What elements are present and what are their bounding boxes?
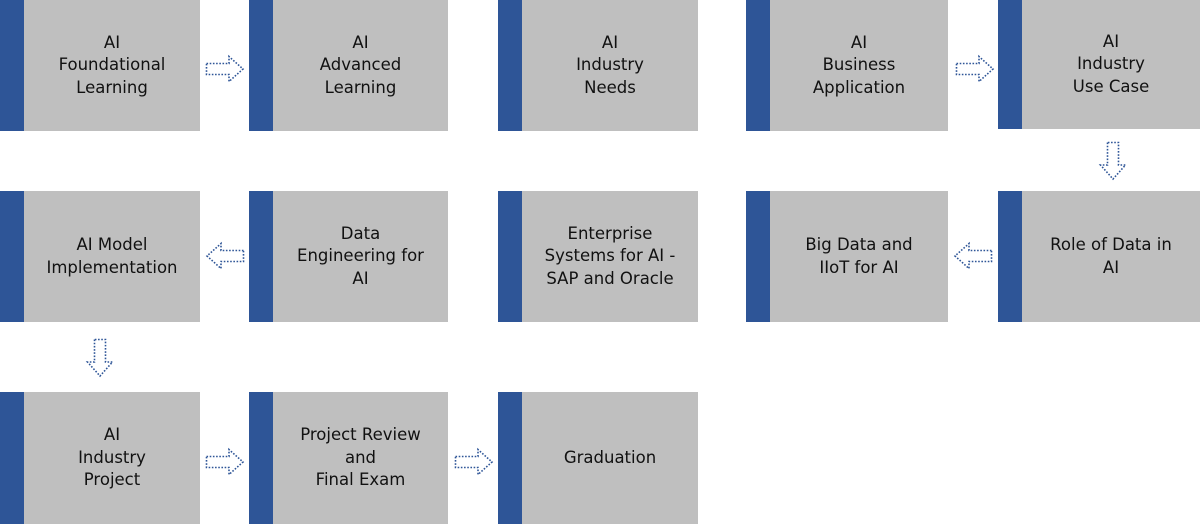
node-label-line: Systems for AI - <box>544 246 676 266</box>
node-label-line: Industry <box>78 447 146 467</box>
node-accent-bar <box>998 191 1022 322</box>
node-ai-industry-needs: AI Industry Needs <box>498 0 698 131</box>
node-label-line: AI <box>103 32 121 52</box>
node-label-line: Role of Data in <box>1050 235 1172 254</box>
down-arrow-icon <box>85 338 115 378</box>
node-label-line: Big Data and <box>805 235 913 254</box>
node-label: Role of Data in AI <box>1022 191 1200 322</box>
node-ai-advanced-learning: AI Advanced Learning <box>249 0 448 131</box>
node-label-line: SAP and Oracle <box>546 268 674 288</box>
node-accent-bar <box>0 191 24 322</box>
node-label-line: AI Model <box>76 235 148 254</box>
node-accent-bar <box>0 0 24 131</box>
node-label-line: AI <box>850 32 868 52</box>
node-enterprise-systems-for-ai: Enterprise Systems for AI - SAP and Orac… <box>498 191 698 322</box>
node-label-line: Graduation <box>563 447 657 467</box>
node-label-line: Application <box>812 77 906 97</box>
right-arrow-icon <box>205 447 245 477</box>
node-label-line: IIoT for AI <box>819 257 899 277</box>
node-label-line: Project <box>83 470 141 490</box>
node-graduation: Graduation <box>498 392 698 524</box>
node-label-line: Foundational <box>58 55 166 75</box>
node-accent-bar <box>498 392 522 524</box>
node-accent-bar <box>498 191 522 322</box>
node-accent-bar <box>249 392 273 524</box>
node-ai-foundational-learning: AI Foundational Learning <box>0 0 200 131</box>
node-label-line: AI <box>352 268 369 288</box>
node-label-line: AI <box>1102 31 1120 51</box>
node-label-line: Data <box>340 223 381 243</box>
node-label-line: AI <box>103 425 121 445</box>
node-label-line: Project Review <box>300 425 421 445</box>
node-label-line: Enterprise <box>567 223 653 243</box>
node-label: Big Data and IIoT for AI <box>770 191 948 322</box>
node-label-line: Business <box>822 55 896 75</box>
node-label: AI Business Application <box>770 0 948 131</box>
node-accent-bar <box>746 191 770 322</box>
node-label: AI Model Implementation <box>24 191 200 322</box>
node-accent-bar <box>0 392 24 524</box>
node-ai-industry-use-case: AI Industry Use Case <box>998 0 1200 129</box>
node-label-line: Implementation <box>46 257 178 277</box>
node-accent-bar <box>249 191 273 322</box>
node-ai-business-application: AI Business Application <box>746 0 948 131</box>
node-label-line: and <box>344 447 377 467</box>
node-label: Data Engineering for AI <box>273 191 448 322</box>
node-role-of-data-in-ai: Role of Data in AI <box>998 191 1200 322</box>
node-label: AI Foundational Learning <box>24 0 200 131</box>
right-arrow-icon <box>454 447 494 477</box>
node-ai-industry-project: AI Industry Project <box>0 392 200 524</box>
right-arrow-icon <box>955 54 995 84</box>
down-arrow-icon <box>1098 141 1128 181</box>
node-label: Enterprise Systems for AI - SAP and Orac… <box>522 191 698 322</box>
node-label-line: AI <box>601 32 619 52</box>
node-label-line: Industry <box>1077 54 1145 74</box>
node-label-line: Learning <box>324 77 397 97</box>
left-arrow-icon <box>205 241 245 271</box>
node-label: AI Industry Needs <box>522 0 698 131</box>
node-label-line: Advanced <box>319 55 402 75</box>
node-accent-bar <box>249 0 273 131</box>
node-label-line: Needs <box>584 77 636 97</box>
node-label: AI Industry Project <box>24 392 200 524</box>
node-label-line: Final Exam <box>315 470 406 490</box>
node-label: Graduation <box>522 392 698 524</box>
node-data-engineering-for-ai: Data Engineering for AI <box>249 191 448 322</box>
node-big-data-and-iiot-for-ai: Big Data and IIoT for AI <box>746 191 948 322</box>
node-label-line: AI <box>1102 257 1120 277</box>
node-label-line: Engineering for <box>297 246 424 266</box>
right-arrow-icon <box>205 54 245 84</box>
node-ai-model-implementation: AI Model Implementation <box>0 191 200 322</box>
node-label: AI Industry Use Case <box>1022 0 1200 129</box>
node-label: Project Review and Final Exam <box>273 392 448 524</box>
node-label: AI Advanced Learning <box>273 0 448 131</box>
node-accent-bar <box>998 0 1022 129</box>
node-label-line: Learning <box>76 77 148 97</box>
left-arrow-icon <box>953 241 993 271</box>
node-label-line: AI <box>352 32 369 52</box>
node-accent-bar <box>498 0 522 131</box>
node-project-review-and-final-exam: Project Review and Final Exam <box>249 392 448 524</box>
node-accent-bar <box>746 0 770 131</box>
node-label-line: Use Case <box>1072 76 1150 96</box>
node-label-line: Industry <box>576 55 644 75</box>
